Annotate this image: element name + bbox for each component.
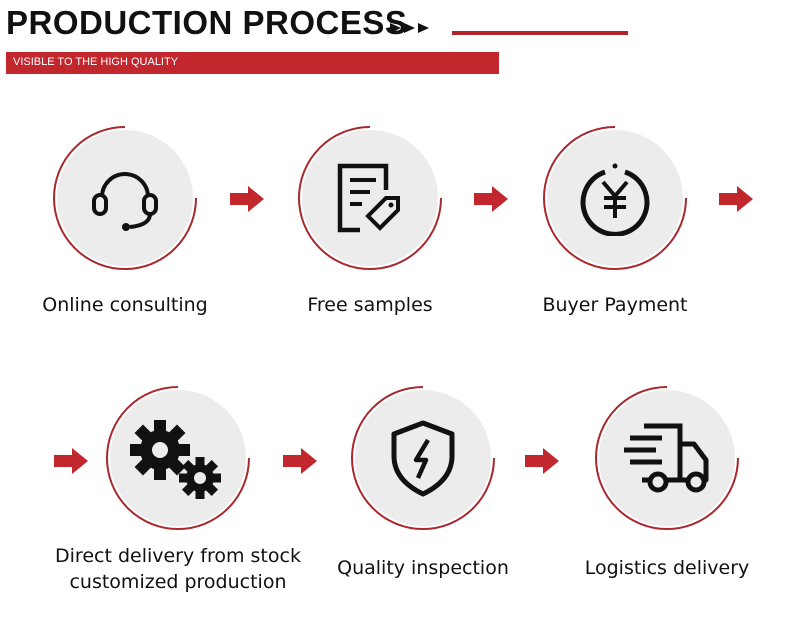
step-label: Online consulting	[42, 294, 208, 316]
step-free-samples	[292, 120, 448, 276]
arrow-right-icon	[719, 186, 753, 212]
step-label: Free samples	[307, 294, 433, 316]
step-direct-delivery	[100, 380, 256, 536]
subtitle-banner: VISIBLE TO THE HIGH QUALITY	[6, 52, 499, 74]
arrow-right-icon	[230, 186, 264, 212]
step-label-line2: customized production	[69, 571, 287, 593]
step-label-line1: Direct delivery from stock	[55, 545, 301, 567]
step-label: Buyer Payment	[542, 294, 688, 316]
arrow-right-icon	[283, 448, 317, 474]
document-tag-icon	[337, 163, 400, 233]
yuan-coin-icon	[580, 163, 650, 236]
step-circle	[298, 126, 442, 270]
step-label: Quality inspection	[337, 557, 509, 579]
arrow-right-icon	[525, 448, 559, 474]
step-label: Logistics delivery	[584, 557, 750, 579]
title-arrows-icon	[390, 23, 429, 33]
step-quality-inspection	[345, 380, 501, 536]
delivery-truck-icon	[624, 423, 709, 493]
arrow-right-icon	[474, 186, 508, 212]
headset-icon	[92, 172, 158, 231]
step-circle	[53, 126, 197, 270]
step-logistics-delivery	[589, 380, 745, 536]
title-divider	[452, 31, 628, 35]
step-buyer-payment	[537, 120, 693, 276]
gears-icon	[130, 420, 221, 499]
arrow-right-icon	[54, 448, 88, 474]
step-online-consulting	[47, 120, 203, 276]
page-title: PRODUCTION PROCESS	[6, 4, 408, 41]
subtitle-text: VISIBLE TO THE HIGH QUALITY	[13, 56, 179, 68]
shield-lightning-icon	[391, 420, 455, 497]
step-circle	[595, 386, 739, 530]
